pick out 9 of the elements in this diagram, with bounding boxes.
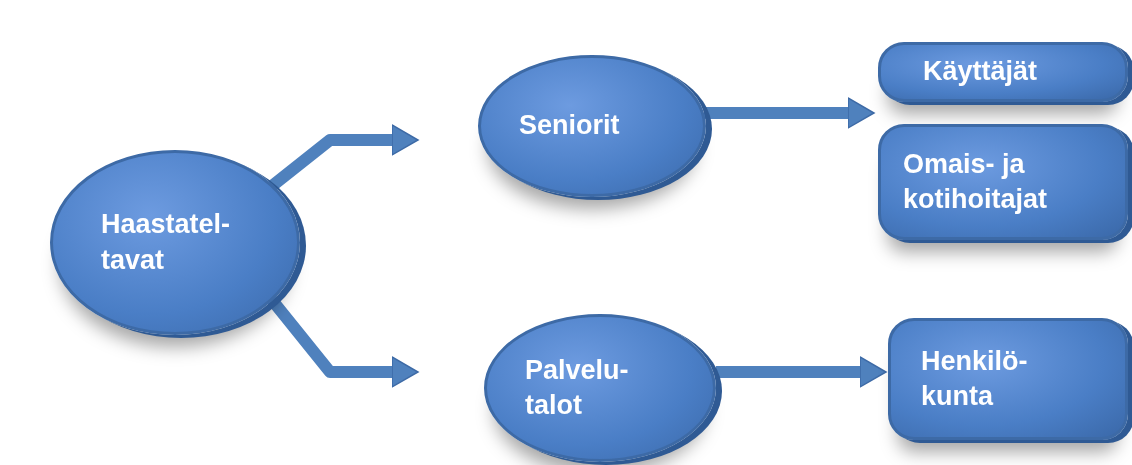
node-label: Omais- ja kotihoitajat (903, 147, 1048, 216)
block-arrow (268, 124, 419, 191)
node-label: Haastatel- tavat (101, 208, 232, 277)
node-label: Seniorit (519, 109, 621, 143)
block-arrow (716, 356, 887, 388)
node-label: Käyttäjät (923, 55, 1039, 89)
node-label: Palvelu- talot (525, 353, 630, 422)
node-label: Henkilö- kunta (921, 344, 1029, 413)
block-arrow (704, 97, 875, 129)
